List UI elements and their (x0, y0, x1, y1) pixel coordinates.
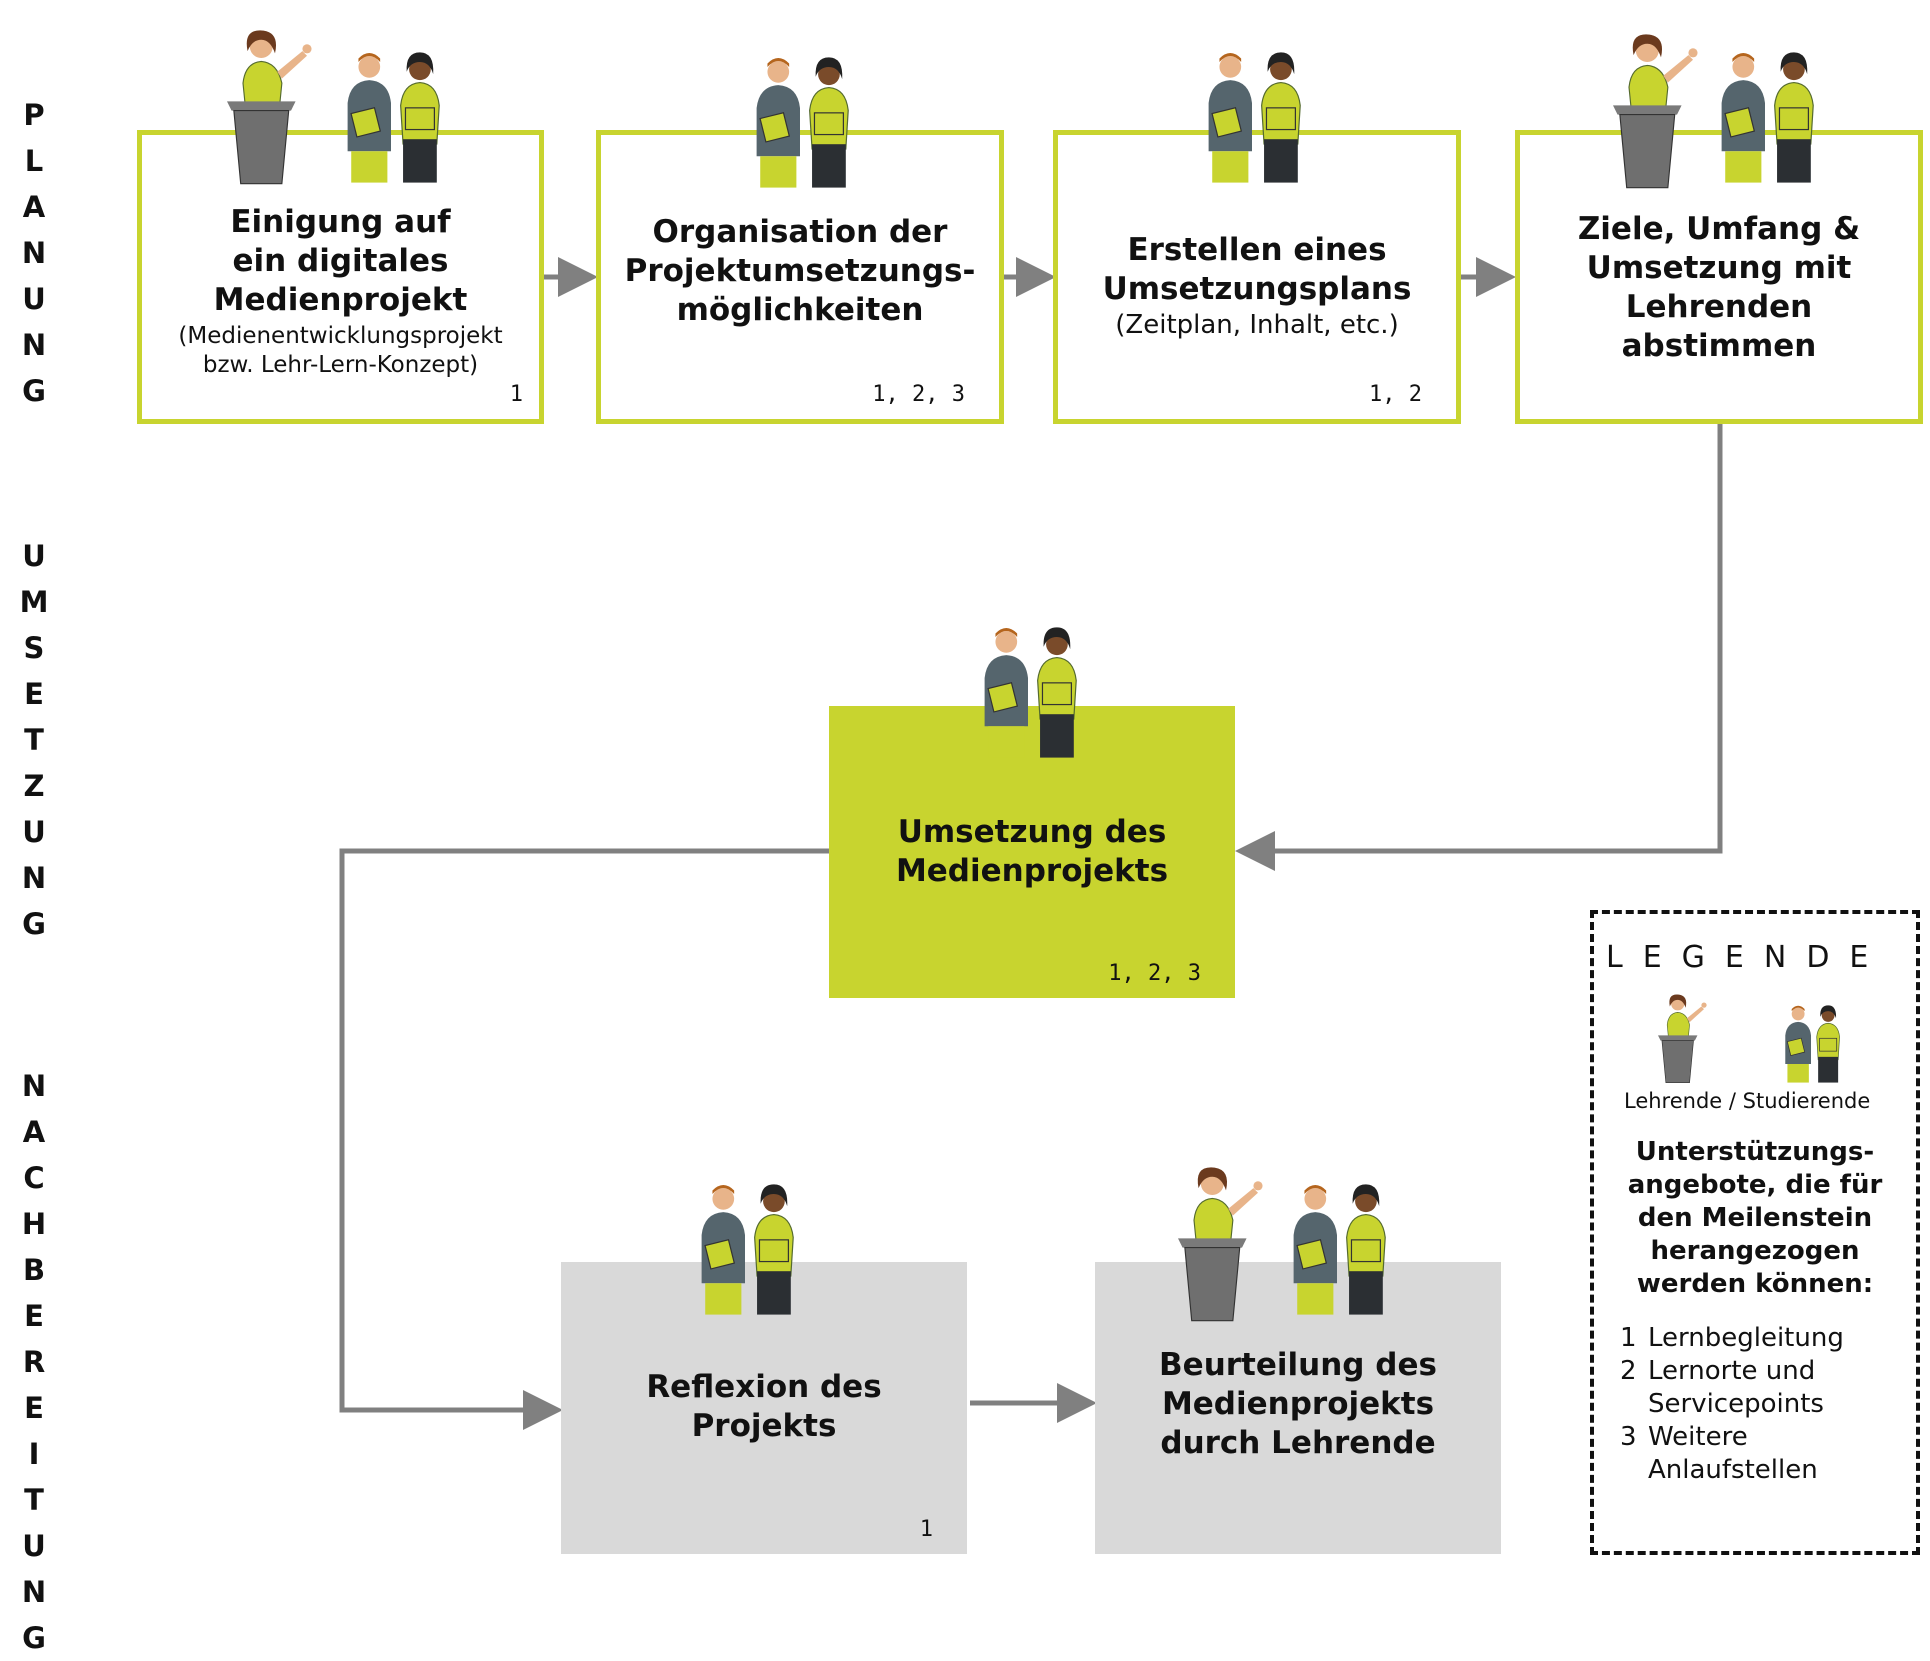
legend-item: 2 Lernorte und Servicepoints (1620, 1355, 1844, 1421)
phase-letter: M (19, 585, 49, 619)
teacher-icon (1612, 33, 1699, 189)
phase-letter: U (22, 539, 46, 573)
phase-letter: A (22, 1115, 46, 1149)
students-icon (701, 1183, 794, 1316)
legend-item-text: Weitere Anlaufstellen (1648, 1422, 1818, 1485)
phase-letter: T (24, 1483, 44, 1517)
legend-item-number: 2 (1620, 1356, 1637, 1386)
legend-item-text: Lernorte und Servicepoints (1648, 1356, 1824, 1419)
support-numbers: 1 (509, 382, 523, 407)
milestone-reflexion: Reflexion des Projekts 1 (561, 1262, 967, 1554)
phase-letter: I (28, 1437, 40, 1471)
phase-letter: N (21, 1069, 47, 1103)
phase-letter: N (21, 236, 47, 270)
milestone-umsetzung: Umsetzung des Medienprojekts 1, 2, 3 (829, 706, 1235, 998)
arrow-b5-b6 (339, 848, 831, 1430)
milestone-einigung: Einigung auf ein digitales Medienprojekt… (137, 130, 544, 424)
milestone-organisation: Organisation der Projektumsetzungs- mögl… (596, 130, 1004, 424)
legend: LEGENDE Lehrende / Studierende Unterstüt… (1590, 910, 1920, 1555)
teacher-icon (226, 29, 313, 185)
teacher-icon (1177, 1166, 1264, 1322)
students-icon (756, 56, 849, 189)
phase-letter: Z (23, 769, 45, 803)
phase-letter: U (22, 282, 46, 316)
students-icon (1784, 1005, 1840, 1083)
teacher-icon (1657, 994, 1707, 1084)
support-numbers: 1, 2 (1369, 382, 1422, 407)
milestone-title: Ziele, Umfang & Umsetzung mit Lehrenden … (1577, 211, 1861, 364)
legend-item: 1 Lernbegleitung (1620, 1322, 1844, 1355)
milestone-title: Reflexion des Projekts (646, 1369, 882, 1444)
milestone-subtitle: (Zeitplan, Inhalt, etc.) (1115, 310, 1399, 340)
milestone-title: Erstellen eines Umsetzungsplans (1102, 232, 1412, 307)
phase-letter: L (24, 144, 44, 178)
legend-item-number: 1 (1620, 1323, 1637, 1353)
phase-letter: G (22, 907, 46, 941)
milestone-title: Beurteilung des Medienprojekts durch Leh… (1159, 1347, 1437, 1461)
milestone-subtitle: (Medienentwicklungsprojekt bzw. Lehr-Ler… (178, 323, 503, 378)
legend-item-text: Lernbegleitung (1648, 1323, 1844, 1353)
phase-letter: N (21, 328, 47, 362)
milestone-title: Umsetzung des Medienprojekts (895, 814, 1169, 889)
phase-letter: U (22, 815, 46, 849)
legend-item: 3 Weitere Anlaufstellen (1620, 1421, 1844, 1487)
phase-letter: B (22, 1253, 46, 1287)
milestone-umsetzungsplan: Erstellen eines Umsetzungsplans (Zeitpla… (1053, 130, 1461, 424)
phase-letter: H (21, 1207, 47, 1241)
students-icon (347, 51, 440, 184)
legend-item-number: 3 (1620, 1422, 1637, 1452)
legend-roles: Lehrende / Studierende (1624, 1089, 1871, 1113)
phase-letter: N (21, 861, 47, 895)
students-icon (1721, 51, 1814, 184)
phase-letter: S (23, 631, 45, 665)
students-icon (984, 626, 1077, 759)
phase-letter: N (21, 1575, 47, 1609)
legend-title: LEGENDE (1606, 940, 1889, 975)
legend-items: 1 Lernbegleitung 2 Lernorte und Servicepoin… (1620, 1322, 1844, 1487)
milestone-ziele-abstimmen: Ziele, Umfang & Umsetzung mit Lehrenden … (1515, 130, 1923, 424)
phase-letter: A (22, 190, 46, 224)
phase-letter: G (22, 1621, 46, 1655)
phase-letter: E (24, 1391, 44, 1425)
support-numbers: 1, 2, 3 (872, 382, 965, 407)
legend-heading: Unterstützungs- angebote, die für den Me… (1627, 1137, 1883, 1299)
milestone-title: Einigung auf ein digitales Medienprojekt (213, 204, 468, 318)
phase-letter: C (23, 1161, 45, 1195)
phase-letter: P (23, 98, 45, 132)
support-numbers: 1 (919, 1517, 933, 1542)
phase-letter: E (24, 677, 44, 711)
support-numbers: 1, 2, 3 (1108, 961, 1201, 986)
milestone-title: Organisation der Projektumsetzungs- mögl… (624, 214, 976, 328)
phase-letter: G (22, 374, 46, 408)
students-icon (1208, 51, 1301, 184)
phase-letter: T (24, 723, 44, 757)
phase-letter: R (22, 1345, 46, 1379)
phase-letter: E (24, 1299, 44, 1333)
students-icon (1293, 1183, 1386, 1316)
arrow-b4-b5 (1235, 423, 1723, 871)
phase-letter: U (22, 1529, 46, 1563)
